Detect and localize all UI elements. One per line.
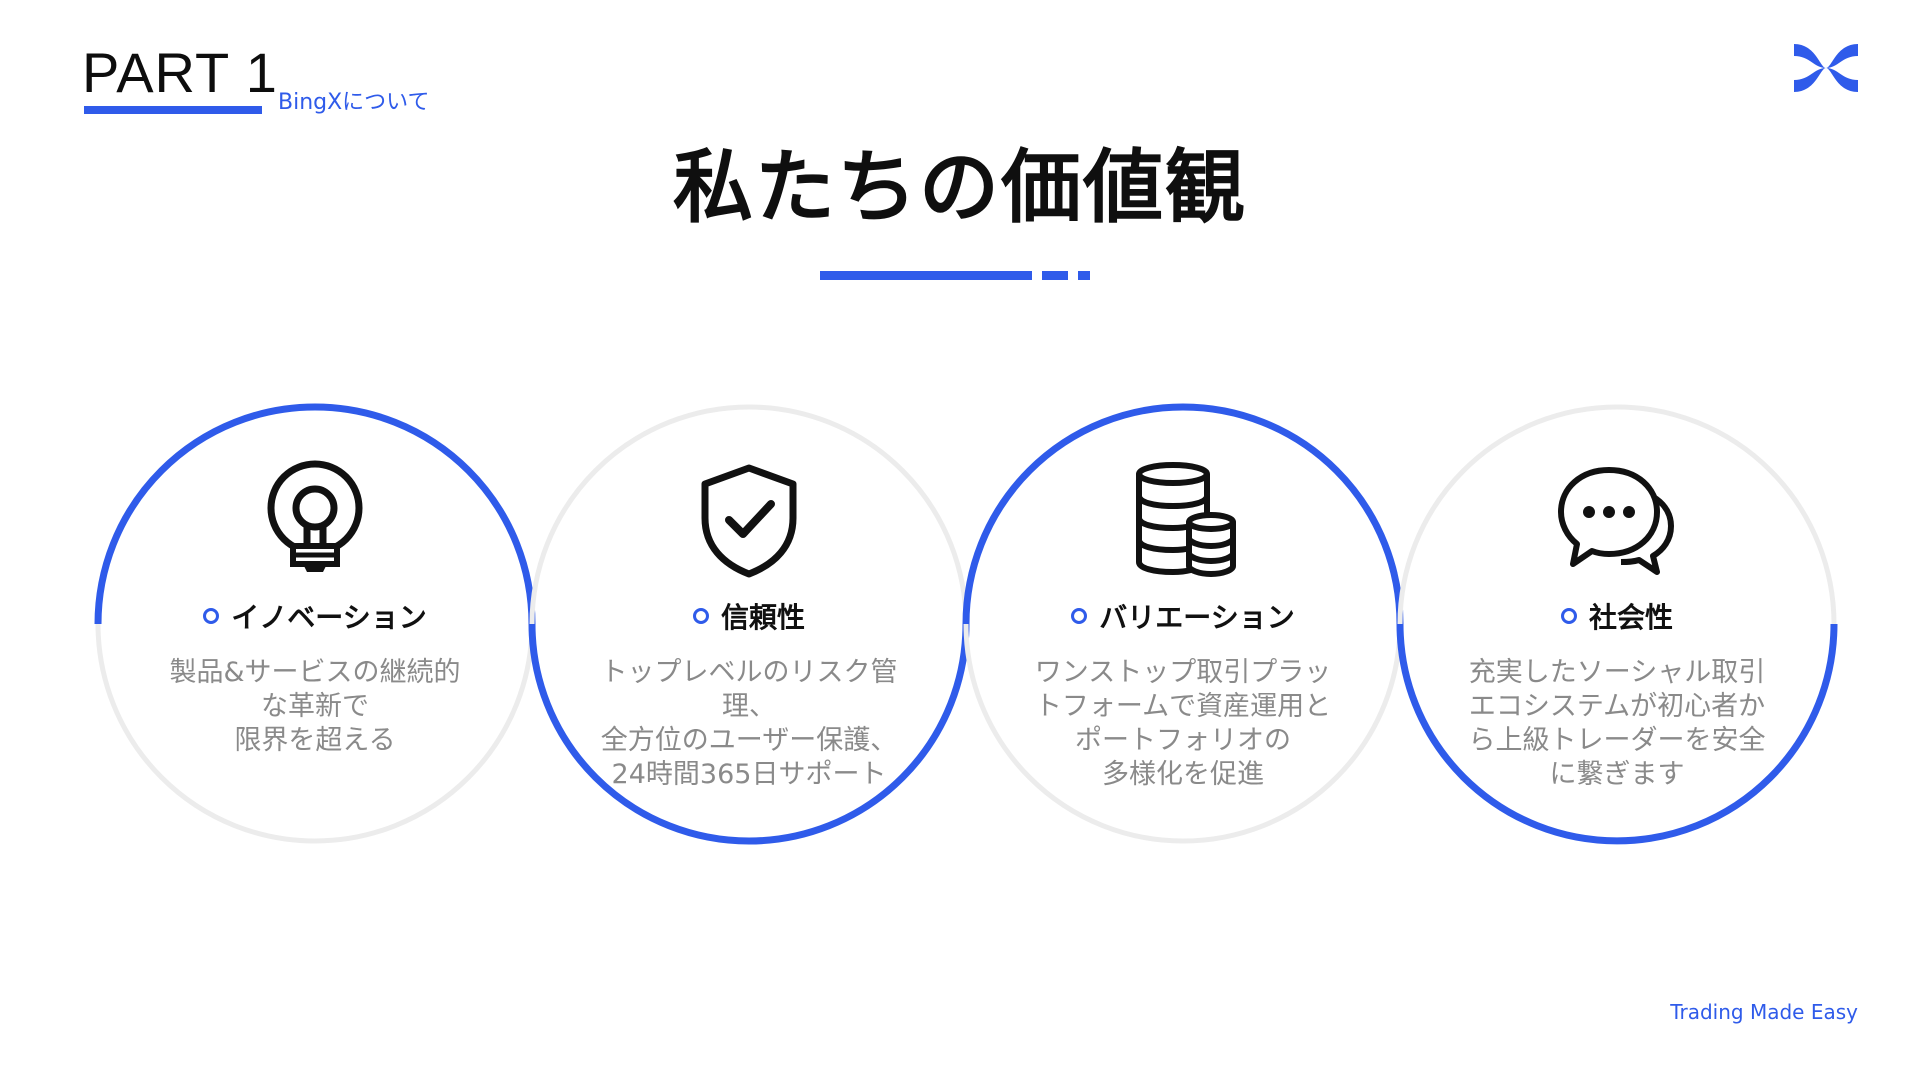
value-title-reliability: 信頼性	[559, 598, 939, 638]
value-card-variation: バリエーション ワンストップ取引プラッ トフォームで資産運用と ポートフォリオの…	[993, 460, 1373, 860]
value-desc-variation: ワンストップ取引プラッ トフォームで資産運用と ポートフォリオの 多様化を促進	[1034, 657, 1332, 790]
value-title-variation: バリエーション	[993, 598, 1373, 638]
bullet-dot-icon	[1071, 608, 1088, 624]
footer-tagline: Trading Made Easy	[1670, 1000, 1858, 1024]
value-card-innovation: イノベーション 製品&サービスの継続的 な革新で 限界を超える	[125, 460, 505, 860]
section-label: BingXについて	[278, 90, 430, 115]
coin-stack-icon	[1136, 462, 1236, 578]
ring-arc-social	[1396, 623, 1838, 845]
part-underline	[84, 106, 262, 114]
value-desc-innovation: 製品&サービスの継続的 な革新で 限界を超える	[169, 657, 461, 756]
value-card-reliability: 信頼性 トップレベルのリスク管 理、 全方位のユーザー保護、 24時間365日サ…	[559, 460, 939, 860]
value-desc-reliability: トップレベルのリスク管 理、 全方位のユーザー保護、 24時間365日サポート	[600, 657, 898, 790]
bingx-logo-icon	[1794, 44, 1858, 92]
page-title: 私たちの価値観	[673, 141, 1247, 234]
shield-check-icon	[701, 464, 797, 578]
bullet-dot-icon	[692, 608, 709, 624]
ring-arc-variation	[962, 403, 1404, 625]
title-decoration	[820, 271, 1090, 280]
ring-arc-innovation	[94, 403, 536, 625]
value-desc-social: 充実したソーシャル取引 エコシステムが初心者か ら上級トレーダーを安全 に繋ぎま…	[1468, 657, 1766, 790]
lightbulb-icon	[267, 460, 363, 572]
value-title-social: 社会性	[1427, 598, 1807, 638]
bullet-dot-icon	[1560, 608, 1577, 624]
value-card-social: 社会性 充実したソーシャル取引 エコシステムが初心者か ら上級トレーダーを安全 …	[1427, 460, 1807, 860]
value-title-innovation: イノベーション	[125, 598, 505, 638]
bullet-dot-icon	[203, 608, 220, 624]
part-label: PART 1	[82, 41, 278, 104]
chat-bubbles-icon	[1558, 467, 1674, 575]
ring-arc-reliability	[528, 623, 970, 845]
